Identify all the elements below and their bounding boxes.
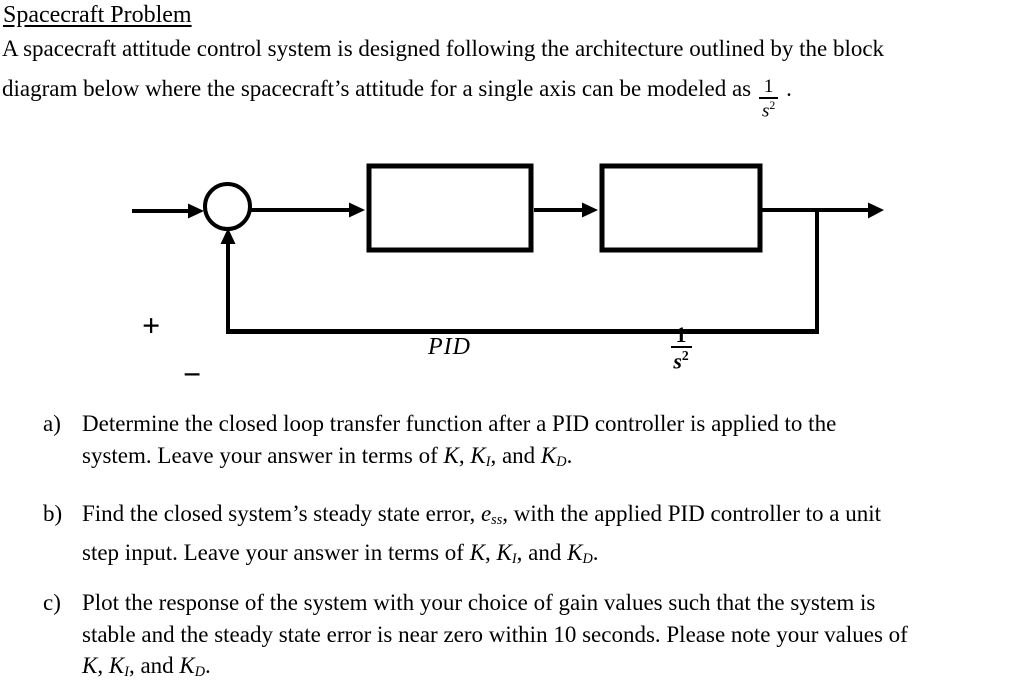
question-item-a: a) Determine the closed loop transfer fu… bbox=[43, 408, 836, 478]
plus-sign: + bbox=[142, 307, 161, 343]
question-line: step input. Leave your answer in terms o… bbox=[82, 539, 599, 567]
intro-paragraph-line-1: A spacecraft attitude control system is … bbox=[2, 36, 885, 61]
question-text: Find the closed system’s steady state er… bbox=[82, 498, 881, 575]
input-arrowhead-icon bbox=[188, 203, 204, 219]
page-title: Spacecraft Problem bbox=[3, 2, 192, 28]
question-text: Determine the closed loop transfer funct… bbox=[82, 408, 836, 478]
minus-sign: − bbox=[183, 356, 202, 392]
question-line: Plot the response of the system with you… bbox=[82, 590, 876, 615]
question-label: b) bbox=[43, 501, 63, 526]
question-line: K, KI, and KD. bbox=[82, 653, 211, 681]
feedback-arrowhead-icon bbox=[220, 228, 236, 244]
question-line: Find the closed system’s steady state er… bbox=[82, 501, 882, 529]
block-diagram-drawing bbox=[132, 163, 884, 334]
plant-input-arrowhead-icon bbox=[582, 202, 598, 218]
question-line: stable and the steady state error is nea… bbox=[82, 621, 908, 647]
output-arrowhead-icon bbox=[868, 202, 884, 219]
pid-input-arrowhead-icon bbox=[349, 202, 365, 218]
summing-junction-circle bbox=[203, 182, 252, 231]
question-line: Determine the closed loop transfer funct… bbox=[82, 411, 837, 436]
intro-paragraph-line-2: diagram below where the spacecraft’s att… bbox=[2, 75, 792, 121]
pid-block-box bbox=[366, 163, 534, 253]
question-item-b: b) Find the closed system’s steady state… bbox=[43, 498, 881, 575]
question-item-c: c) Plot the response of the system with … bbox=[43, 587, 908, 689]
question-label: c) bbox=[43, 590, 61, 615]
question-text: Plot the response of the system with you… bbox=[82, 587, 908, 689]
question-line: system. Leave your answer in terms of K,… bbox=[82, 442, 573, 470]
question-label: a) bbox=[43, 411, 61, 436]
pid-block-label: PID bbox=[428, 334, 471, 360]
plant-block-box bbox=[599, 163, 763, 253]
